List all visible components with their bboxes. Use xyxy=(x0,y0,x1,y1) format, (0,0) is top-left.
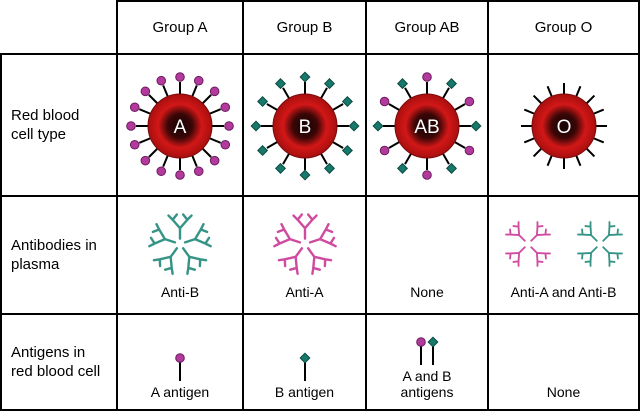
anti-a-antibody-icon xyxy=(272,213,337,275)
column-header-group-b: Group B xyxy=(244,0,367,55)
no-antibody-icon xyxy=(426,204,428,284)
column-header-group-ab: Group AB xyxy=(367,0,489,55)
cell-group-o-antibodies: Anti-A and Anti-B xyxy=(489,197,640,315)
antibody-caption-group-ab: None xyxy=(410,283,444,300)
cell-group-ab-antibodies: None xyxy=(367,197,489,315)
cell-group-a-red-blood-cell: A xyxy=(118,55,244,197)
row-label-red-blood-cell-type: Red blood cell type xyxy=(0,55,118,197)
svg-text:B: B xyxy=(298,117,311,138)
corner-cell xyxy=(0,0,118,55)
antigen-caption-group-a: A antigen xyxy=(150,383,210,400)
cell-group-ab-antigens: A and B antigens xyxy=(367,315,489,411)
a-and-b-antigen-icon xyxy=(416,336,439,365)
row-label-antigens-in-red-blood-cell: Antigens in red blood cell xyxy=(0,315,118,411)
cell-group-a-antigens: A antigen xyxy=(118,315,244,411)
antibody-caption-group-b: Anti-A xyxy=(285,283,324,300)
antigen-caption-group-o: None xyxy=(546,383,581,400)
svg-text:O: O xyxy=(556,117,571,138)
row-label-antibodies-in-plasma: Antibodies in plasma xyxy=(0,197,118,315)
svg-text:AB: AB xyxy=(414,117,439,138)
red-blood-cell-b-icon: B xyxy=(249,71,360,181)
column-header-group-o: Group O xyxy=(489,0,640,55)
anti-b-antibody-icon xyxy=(148,213,212,275)
no-antigen-icon xyxy=(552,350,576,384)
svg-text:A: A xyxy=(174,117,187,138)
cell-group-o-red-blood-cell: O xyxy=(489,55,640,197)
cell-group-b-antigens: B antigen xyxy=(244,315,367,411)
red-blood-cell-o-icon: O xyxy=(520,83,607,169)
cell-group-ab-red-blood-cell: AB xyxy=(367,55,489,197)
antibody-caption-group-o: Anti-A and Anti-B xyxy=(510,283,617,300)
antibody-caption-group-a: Anti-B xyxy=(160,283,200,300)
cell-group-b-red-blood-cell: B xyxy=(244,55,367,197)
cell-group-o-antigens: None xyxy=(489,315,640,411)
a-antigen-icon xyxy=(175,353,185,381)
cell-group-b-antibodies: Anti-A xyxy=(244,197,367,315)
cell-group-a-antibodies: Anti-B xyxy=(118,197,244,315)
antigen-caption-group-ab: A and B antigens xyxy=(400,367,454,400)
column-header-group-a: Group A xyxy=(118,0,244,55)
anti-a-and-anti-b-antibody-icon xyxy=(504,221,623,267)
antigen-caption-group-b: B antigen xyxy=(274,383,335,400)
b-antigen-icon xyxy=(298,352,311,381)
red-blood-cell-a-icon: A xyxy=(126,72,234,180)
red-blood-cell-ab-icon: AB xyxy=(372,72,482,180)
